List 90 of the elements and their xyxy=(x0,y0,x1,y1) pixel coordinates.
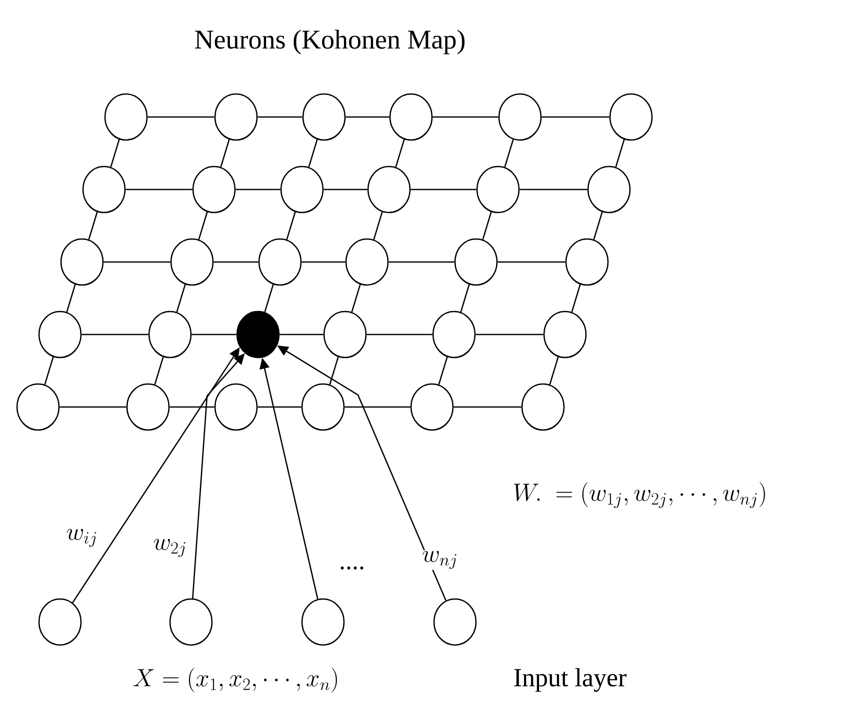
connection-line xyxy=(302,261,346,263)
connection-line xyxy=(258,406,302,408)
neuron-circle xyxy=(82,166,126,214)
connection-line xyxy=(615,139,625,168)
neuron-dot xyxy=(236,310,280,358)
connection-line xyxy=(388,261,454,263)
neuron-circle xyxy=(323,310,367,358)
neuron-circle xyxy=(543,310,587,358)
connection-line xyxy=(498,261,566,263)
neuron-circle xyxy=(454,238,498,286)
connection-line xyxy=(66,284,76,312)
connection-line xyxy=(460,284,470,312)
neuron-circle xyxy=(148,310,192,358)
neuron-circle xyxy=(609,93,653,141)
connection-line xyxy=(148,116,214,118)
neuron-circle xyxy=(345,238,389,286)
connection-line xyxy=(410,188,476,190)
input-vector-formula: $X = \left(x_1, x_2, \cdots, x_n\right)$ xyxy=(133,668,337,692)
connection-line xyxy=(110,139,120,168)
title: Neurons (Kohonen Map) xyxy=(195,30,465,54)
neuron-circle xyxy=(60,238,104,286)
connection-line xyxy=(351,284,361,312)
connection-line xyxy=(395,139,405,168)
neuron-circle xyxy=(367,166,411,214)
connection-line xyxy=(220,139,230,168)
connection-line xyxy=(264,284,274,312)
connection-line xyxy=(192,334,236,336)
neuron-circle xyxy=(432,310,476,358)
neuron-circle xyxy=(214,383,258,431)
neuron-circle xyxy=(498,93,542,141)
connection-line xyxy=(198,212,208,240)
edge-label: $w_{nj}$ xyxy=(421,550,459,570)
neuron-circle xyxy=(258,238,302,286)
neuron-circle xyxy=(38,310,82,358)
layer-label: Input layer xyxy=(514,668,626,692)
neuron-circle xyxy=(214,93,258,141)
connection-line xyxy=(329,356,339,385)
neuron-circle xyxy=(565,238,609,286)
connection-line xyxy=(82,334,148,336)
connection-line xyxy=(214,261,258,263)
connection-line xyxy=(366,334,432,336)
neuron-circle xyxy=(16,383,60,431)
connection-line xyxy=(88,212,98,240)
connection-line xyxy=(104,261,170,263)
connection-line xyxy=(154,356,164,385)
connection-line xyxy=(258,116,302,118)
connection-line xyxy=(549,356,559,385)
neuron-circle xyxy=(521,383,565,431)
neuron-circle xyxy=(302,93,346,141)
input-circle xyxy=(301,598,345,646)
edge-label: $w_{ij}$ xyxy=(65,528,99,548)
connection-line xyxy=(438,356,448,385)
connection-line xyxy=(176,284,186,312)
connection-line xyxy=(126,188,192,190)
connection-line xyxy=(373,212,383,240)
neuron-circle xyxy=(280,166,324,214)
neuron-circle xyxy=(126,383,170,431)
input-circle xyxy=(38,598,82,646)
connection-line xyxy=(520,188,588,190)
connection-line xyxy=(476,334,544,336)
connection-line xyxy=(593,212,603,240)
neuron-circle xyxy=(104,93,148,141)
ellipsis: .... xyxy=(340,566,364,570)
neuron-circle xyxy=(476,166,520,214)
connection-line xyxy=(60,406,126,408)
connection-line xyxy=(44,356,54,385)
connection-line xyxy=(308,139,318,168)
input-circle xyxy=(169,598,213,646)
neuron-circle xyxy=(587,166,631,214)
connection-line xyxy=(454,406,522,408)
neuron-circle xyxy=(410,383,454,431)
connection-line xyxy=(482,212,492,240)
connection-line xyxy=(324,188,368,190)
connection-line xyxy=(432,116,498,118)
connection-line xyxy=(346,116,390,118)
connection-line xyxy=(280,334,324,336)
connection-line xyxy=(170,406,214,408)
connection-line xyxy=(504,139,514,168)
edge-label: $w_{2j}$ xyxy=(152,538,188,558)
connection-line xyxy=(236,188,280,190)
weight-vector-formula: $W.\ = \left(w_{1j}, w_{2j}, \cdots, w_{nj}\right)$ xyxy=(514,482,765,508)
connection-line xyxy=(344,406,410,408)
neuron-circle xyxy=(301,383,345,431)
input-circle xyxy=(433,598,477,646)
neuron-circle xyxy=(170,238,214,286)
connection-line xyxy=(571,284,581,312)
connection-line xyxy=(286,212,296,240)
neuron-circle xyxy=(389,93,433,141)
connection-line xyxy=(542,116,610,118)
neuron-circle xyxy=(192,166,236,214)
